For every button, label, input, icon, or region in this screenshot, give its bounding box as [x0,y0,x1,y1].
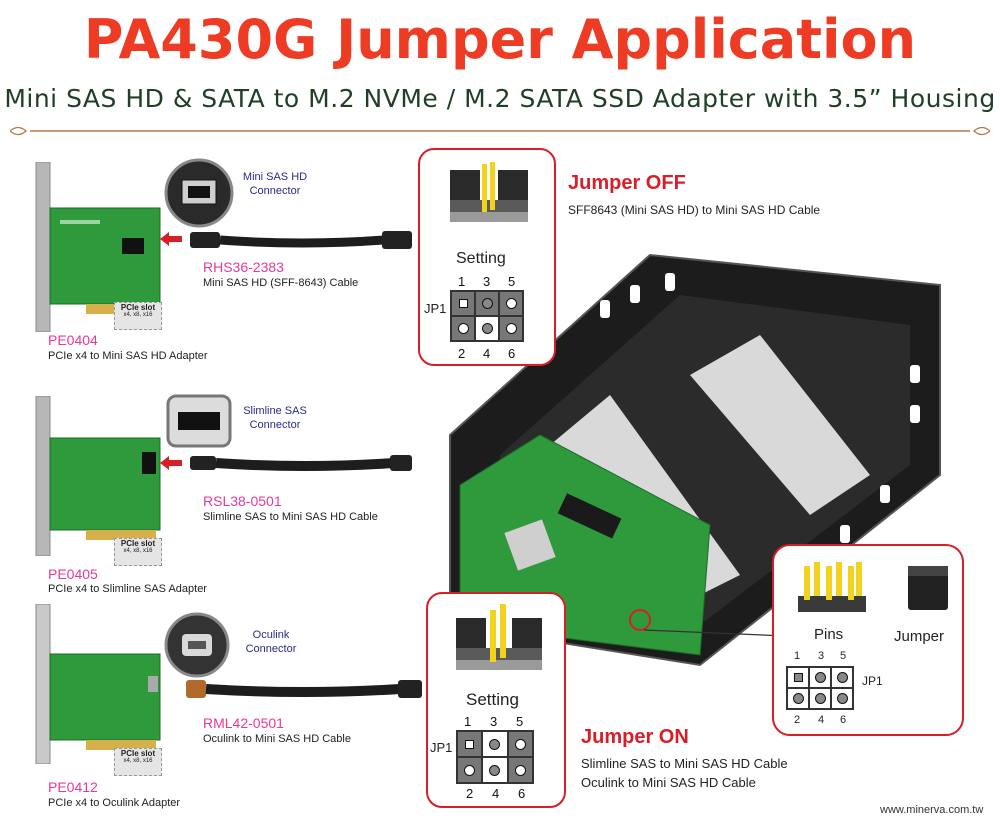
jp1-pin-cell [457,757,483,783]
jumper-off-heading: Jumper OFF [568,172,686,194]
product-description: PCIe x4 to Oculink Adapter [48,797,181,809]
pins-jumper-legend-box: Pins Jumper 1 3 5 JP1 2 4 6 [772,544,964,736]
pin-number: 4 [483,346,491,361]
arrow-left-icon [160,232,182,246]
jp1-pin-grid [456,730,534,784]
website-url: www.minerva.com.tw [880,804,984,816]
cable-image [186,680,422,698]
pin-number: 2 [794,714,801,726]
cable-image [190,231,412,249]
pin-number: 6 [840,714,847,726]
setting-label: Setting [456,250,506,267]
cable-description: Slimline SAS to Mini SAS HD Cable [203,511,378,523]
pcie-slot-label: PCIe slot x4, x8, x16 [114,302,162,330]
pin-number: 5 [508,274,516,289]
pcie-adapter-card-image [35,162,161,332]
cable-image [190,455,412,471]
jp1-pin-cell [482,731,508,757]
pin-number: 5 [840,650,847,662]
ornamental-divider [10,126,990,136]
pin-number: 3 [483,274,491,289]
pcie-adapter-card-image [35,604,161,764]
product-code: PE0412 [48,779,98,795]
jp1-pin-cell [482,757,508,783]
jp1-label: JP1 [862,674,883,688]
jp1-pin-cell [451,291,475,316]
jumper-on-description-line2: Oculink to Mini SAS HD Cable [581,775,756,790]
jumper-off-setting-box: Setting 1 3 5 JP1 2 4 6 [418,148,556,366]
jp1-pin-cell [475,291,499,316]
legend-pin-cell [831,688,853,709]
jumper-on-header-icon [456,604,542,670]
cable-code: RHS36-2383 [203,259,284,275]
pins-label: Pins [814,626,844,643]
jumper-label: Jumper [894,628,945,645]
jp1-pin-cell [451,316,475,341]
pcie-adapter-card-image [35,396,161,556]
pin-header-icon [798,562,866,612]
jp1-pin-cell [475,316,499,341]
cable-code: RML42-0501 [203,715,284,731]
jp1-label: JP1 [430,740,453,755]
connector-closeup-image [164,158,234,228]
legend-pin-grid [786,666,854,710]
pcie-slot-label: PCIe slot x4, x8, x16 [114,538,162,566]
connector-closeup-image [166,394,232,448]
product-description: PCIe x4 to Slimline SAS Adapter [48,583,207,595]
pin-number: 4 [492,786,500,801]
jumper-on-heading: Jumper ON [581,726,689,748]
page-title: PA430G Jumper Application [83,8,917,71]
jp1-pin-cell [499,316,523,341]
jumper-on-setting-box: Setting 1 3 5 JP1 2 4 6 [426,592,566,808]
pin-number: 6 [518,786,526,801]
jp1-pin-cell [457,731,483,757]
legend-pin-cell [809,667,831,688]
cable-description: Oculink to Mini SAS HD Cable [203,733,351,745]
pin-number: 3 [818,650,825,662]
product-code: PE0405 [48,566,98,582]
product-description: PCIe x4 to Mini SAS HD Adapter [48,350,208,362]
pin-number: 1 [458,274,466,289]
pin-number: 2 [466,786,474,801]
cable-description: Mini SAS HD (SFF-8643) Cable [203,277,359,289]
product-code: PE0404 [48,332,98,348]
legend-pin-cell [831,667,853,688]
pcie-slot-label: PCIe slot x4, x8, x16 [114,748,162,776]
setting-label: Setting [466,690,519,709]
pin-number: 2 [458,346,466,361]
jp1-pin-cell [499,291,523,316]
arrow-left-icon [160,456,182,470]
connector-closeup-image [164,612,230,678]
jp1-pin-grid [450,290,524,342]
legend-pin-cell [787,688,809,709]
jp1-label: JP1 [424,301,447,316]
page-subtitle: Mini SAS HD & SATA to M.2 NVMe / M.2 SAT… [4,84,996,113]
pin-number: 3 [490,714,498,729]
pin-number: 5 [516,714,524,729]
callout-connector-line [643,629,787,637]
pin-number: 1 [464,714,472,729]
pin-number: 6 [508,346,516,361]
jp1-pin-cell [507,757,533,783]
jumper-off-description: SFF8643 (Mini SAS HD) to Mini SAS HD Cab… [568,203,821,217]
pin-number: 4 [818,714,825,726]
legend-pin-cell [787,667,809,688]
legend-pin-cell [809,688,831,709]
jp1-pin-cell [507,731,533,757]
jumper-cap-icon [908,566,948,610]
cable-code: RSL38-0501 [203,493,282,509]
jumper-on-description-line1: Slimline SAS to Mini SAS HD Cable [581,756,788,771]
jumper-off-header-icon [450,162,528,222]
pin-number: 1 [794,650,801,662]
